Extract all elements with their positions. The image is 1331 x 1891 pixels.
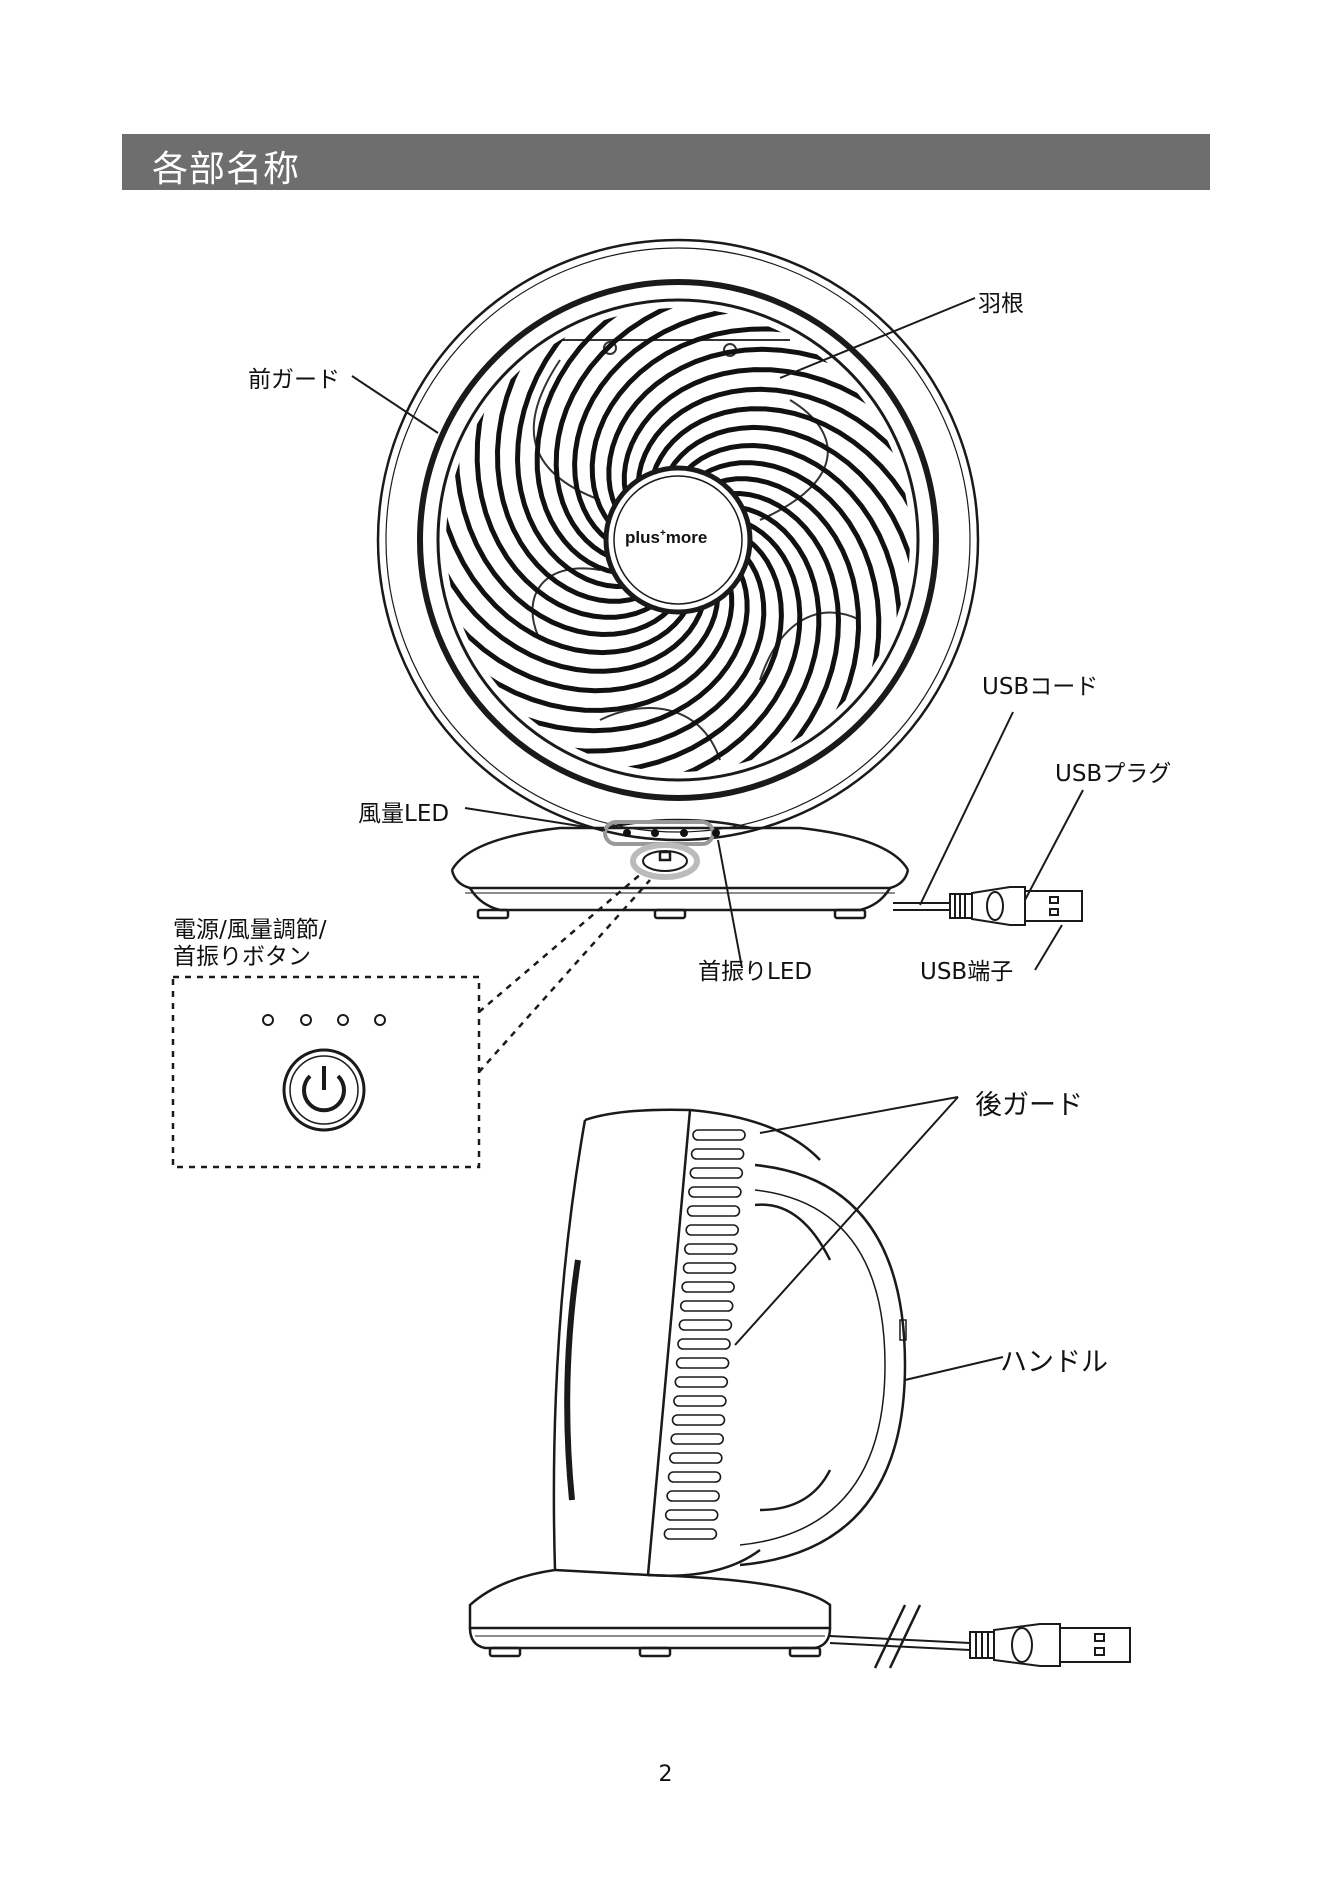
label-blade: 羽根 [978, 284, 1024, 318]
label-usb-terminal: USB端子 [920, 952, 1013, 986]
front-base [452, 820, 908, 918]
rear-vent-slot [689, 1187, 741, 1197]
side-leader-lines [735, 1097, 1003, 1380]
front-usb-cable [893, 887, 1082, 925]
label-rear-guard: 後ガード [975, 1083, 1083, 1122]
rear-vent-slot [678, 1339, 730, 1349]
label-wind-led: 風量LED [358, 794, 449, 828]
rear-vent-slot [667, 1491, 719, 1501]
rear-vent-slot [664, 1529, 716, 1539]
side-fan [554, 1110, 906, 1576]
zoom-detail [263, 1015, 385, 1130]
rear-vent-slot [669, 1472, 721, 1482]
rear-vent-slot [682, 1282, 734, 1292]
side-base [470, 1570, 830, 1656]
rear-vent-slot [688, 1206, 740, 1216]
rear-vent-slot [692, 1149, 744, 1159]
power-icon [284, 1050, 364, 1130]
label-button-line2: 首振りボタン [173, 937, 311, 971]
rear-vent-slot [690, 1168, 742, 1178]
rear-vent-slot [673, 1415, 725, 1425]
page-number: 2 [0, 1762, 1331, 1787]
rear-vent-slot [681, 1301, 733, 1311]
rear-vent-slot [684, 1263, 736, 1273]
rear-vent-slot [686, 1225, 738, 1235]
rear-vent-slot [685, 1244, 737, 1254]
label-usb-plug: USBプラグ [1055, 754, 1171, 788]
rear-vent-slot [677, 1358, 729, 1368]
rear-vent-slot [666, 1510, 718, 1520]
label-handle: ハンドル [1000, 1340, 1108, 1379]
rear-vent-slot [674, 1396, 726, 1406]
label-usb-cord: USBコード [982, 667, 1098, 701]
label-swing-led: 首振りLED [698, 952, 812, 986]
rear-vent-slot [670, 1453, 722, 1463]
label-front-guard: 前ガード [248, 360, 340, 394]
rear-vent-slot [693, 1130, 745, 1140]
rear-vent-slot [679, 1320, 731, 1330]
brand-logo: plus+more [625, 528, 707, 547]
side-usb-cable [830, 1605, 1130, 1668]
rear-vent-slot [675, 1377, 727, 1387]
rear-vent-slot [671, 1434, 723, 1444]
